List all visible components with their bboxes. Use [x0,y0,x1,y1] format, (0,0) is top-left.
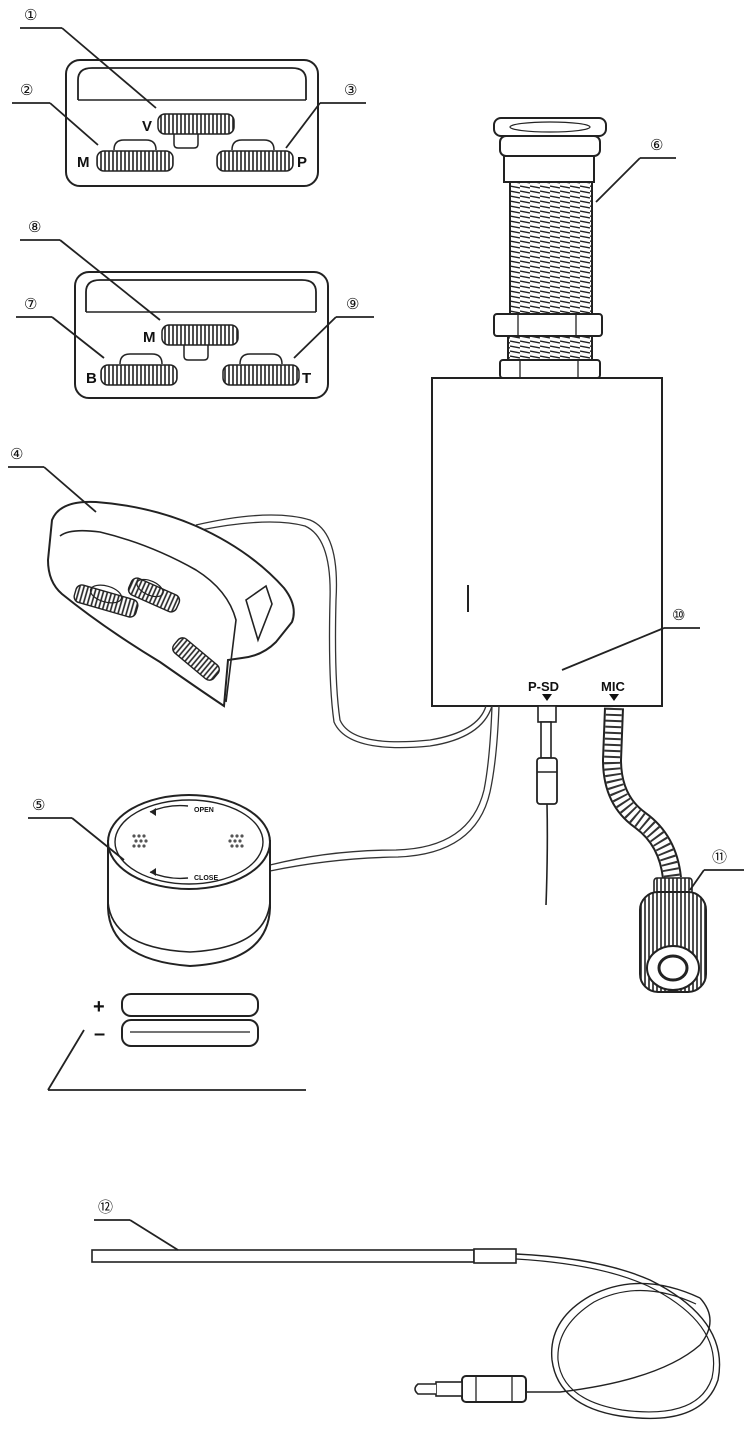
cap-close-label: CLOSE [194,875,218,882]
end-pin-jack [493,117,607,379]
control-panel-1: V M P [65,59,319,187]
callout-4: ④ [10,446,23,463]
callout-5: ⑤ [32,797,45,814]
battery-minus-label: – [94,1023,105,1045]
pickup-strip [91,1249,475,1263]
mic-port-label: MIC [601,679,625,694]
panel-side-view [46,500,295,708]
pickup-port-label: P-SD [528,679,559,694]
presence-knob [216,150,294,172]
callout-8: ⑧ [28,219,41,236]
battery-plus-label: + [93,996,105,1018]
gooseneck-microphone [601,707,707,993]
jack-thread [509,181,593,315]
callout-9: ⑨ [346,296,359,313]
callout-10: ⑩ [672,607,685,624]
presence-label: P [297,154,307,171]
cables [195,514,500,872]
preamp-box: P-SD MIC [431,377,663,707]
bass-knob [100,364,178,386]
battery: + – [93,993,259,1047]
volume-label: V [142,118,152,135]
control-panel-2: M B T [74,271,329,399]
callout-11: ⑪ [712,849,727,866]
middle-knob-2 [161,324,239,346]
pickup-plug [536,705,558,906]
callout-1: ① [24,7,37,24]
cap-open-label: OPEN [194,807,214,814]
pickup-plug-body [461,1375,527,1403]
jack-nut [493,313,603,337]
callout-3: ③ [344,82,357,99]
middle-label: M [77,154,90,171]
treble-label: T [302,370,311,387]
battery-box: OPEN CLOSE [107,794,271,968]
callout-12: ⑫ [98,1199,113,1216]
volume-knob [157,113,235,135]
callouts: ① ② ③ ④ ⑤ ⑥ ⑦ ⑧ ⑨ ⑩ ⑪ ⑫ [8,7,744,1251]
bass-label: B [86,370,97,387]
treble-knob [222,364,300,386]
under-saddle-pickup [91,1248,721,1420]
pickup-port-arrow [542,694,552,701]
callout-7: ⑦ [24,296,37,313]
callout-2: ② [20,82,33,99]
middle-knob [96,150,174,172]
mic-port-arrow [609,694,619,701]
callout-6: ⑥ [650,137,663,154]
middle-label-2: M [143,329,156,346]
